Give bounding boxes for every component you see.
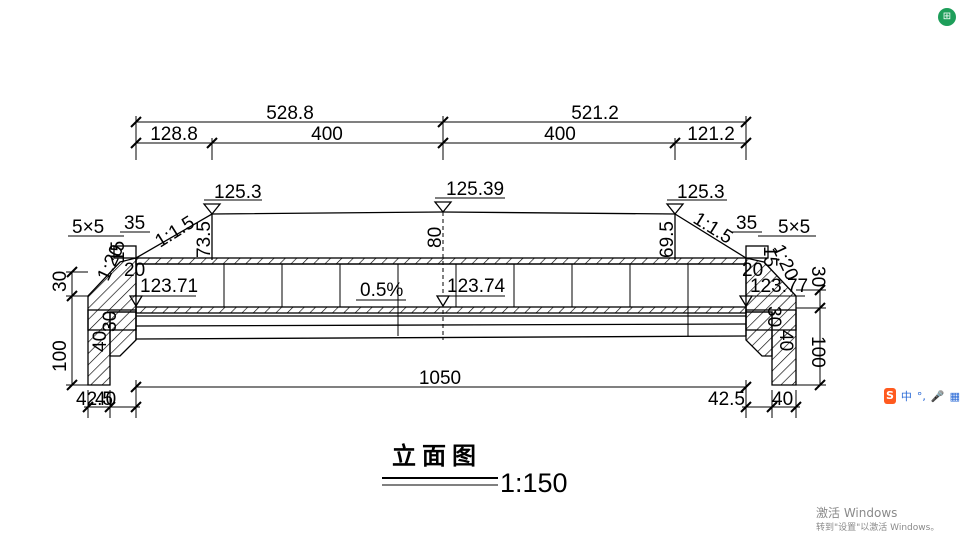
- left-label-d: 30: [50, 271, 71, 292]
- left-label-i: 40: [95, 389, 116, 410]
- left-label-c: 20: [124, 260, 145, 281]
- grade-label: 0.5%: [360, 280, 403, 301]
- slope-left: 1:1.5: [152, 212, 199, 252]
- right-vertical-dims: [796, 284, 826, 391]
- dim-left-b: 400: [311, 124, 343, 145]
- dim-right-total: 521.2: [571, 103, 619, 124]
- left-label-f: 40: [90, 331, 111, 352]
- right-label-i: 40: [772, 389, 793, 410]
- dim-right-a: 400: [544, 124, 576, 145]
- elev-left-top: 125.3: [214, 182, 262, 203]
- left-abutment: [68, 231, 150, 386]
- ime-mode-chinese[interactable]: 中: [900, 390, 912, 403]
- elevation-marker-center-top: [433, 197, 505, 214]
- left-label-e: 100: [50, 340, 71, 372]
- right-label-b: 15: [759, 246, 780, 267]
- bottom-dimension-lines: [82, 380, 802, 418]
- drawing-title: 立面图: [392, 442, 482, 470]
- microphone-icon[interactable]: 🎤: [930, 389, 945, 403]
- left-label-h: 42.5: [76, 389, 113, 410]
- left-label-g: 30: [100, 311, 121, 332]
- width-35-left: 35: [124, 213, 145, 234]
- ime-punctuation[interactable]: °,: [916, 389, 926, 403]
- right-label-f: 40: [775, 330, 796, 351]
- right-label-h: 42.5: [708, 389, 745, 410]
- right-label-c: 20: [742, 260, 763, 281]
- windows-activation-watermark: 激活 Windows 转到"设置"以激活 Windows。: [816, 506, 939, 536]
- app-badge-icon[interactable]: ⊞: [938, 8, 956, 26]
- dim-right-b: 121.2: [687, 124, 735, 145]
- chamfer-left: 5×5: [72, 217, 104, 238]
- slope-right: 1:1.5: [689, 208, 736, 248]
- right-label-d: 30: [807, 266, 828, 287]
- elevation-marker-left-bottom: [128, 295, 196, 308]
- elevation-marker-left-top: [202, 199, 262, 216]
- keyboard-icon[interactable]: ▦: [949, 389, 960, 403]
- dim-left-total: 528.8: [266, 103, 314, 124]
- right-label-e: 100: [807, 336, 828, 368]
- ime-toolbar: S 中 °, 🎤 ▦: [884, 386, 960, 406]
- title-underline: [382, 477, 498, 486]
- elev-left-bottom: 123.71: [140, 276, 198, 297]
- elev-right-top: 125.3: [677, 182, 725, 203]
- top-dimension-lines: [130, 116, 752, 160]
- right-abutment: [732, 231, 816, 386]
- height-left: 73.5: [194, 221, 215, 258]
- elev-center-top: 125.39: [446, 179, 504, 200]
- elevation-marker-center-bottom: [435, 295, 505, 308]
- span-label: 1050: [419, 368, 461, 389]
- watermark-title: 激活 Windows: [816, 506, 898, 520]
- chamfer-right: 5×5: [778, 217, 810, 238]
- left-label-b: 15: [108, 241, 129, 262]
- watermark-subtitle: 转到"设置"以激活 Windows。: [816, 523, 940, 533]
- height-right: 69.5: [657, 221, 678, 258]
- elev-center-bottom: 123.74: [447, 276, 506, 297]
- height-center: 80: [425, 227, 446, 248]
- elevation-marker-right-top: [665, 199, 727, 216]
- dim-left-a: 128.8: [150, 124, 198, 145]
- drawing-scale: 1:150: [500, 468, 568, 498]
- sogou-ime-icon[interactable]: S: [884, 388, 896, 404]
- right-label-g: 30: [763, 306, 784, 327]
- width-35-right: 35: [736, 213, 757, 234]
- left-vertical-dims: [66, 266, 88, 391]
